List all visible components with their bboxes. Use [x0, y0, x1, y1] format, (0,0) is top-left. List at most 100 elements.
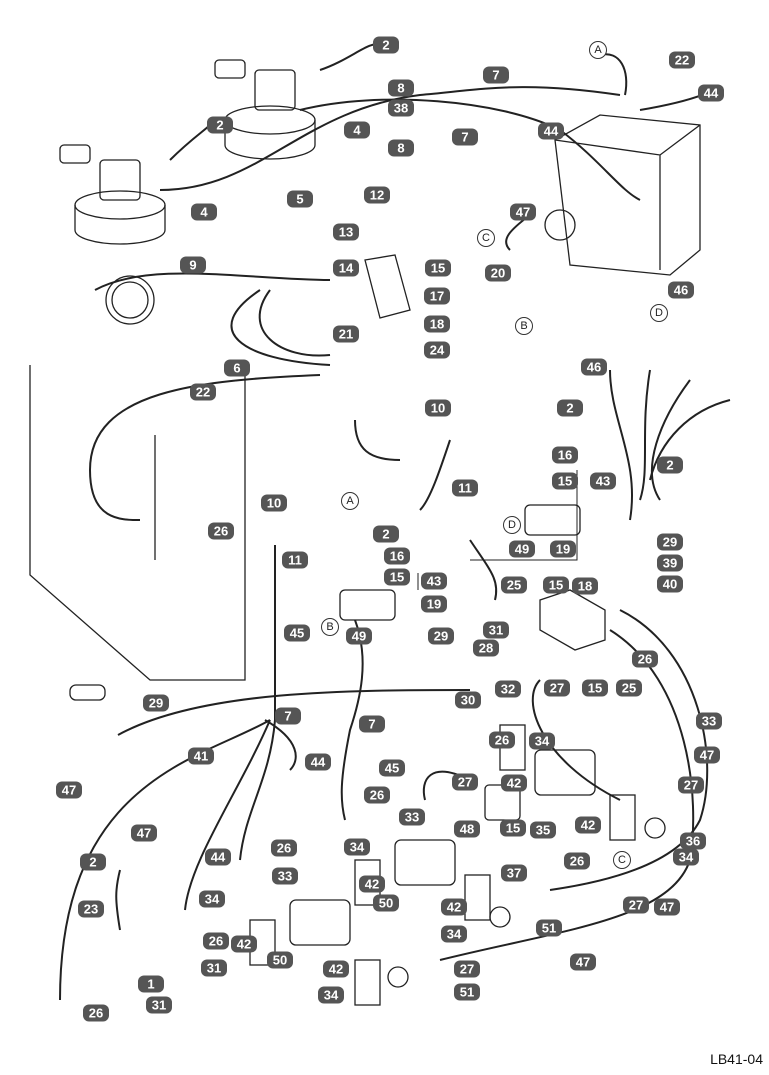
callout-badge: 17	[424, 287, 450, 305]
callout-badge: 25	[501, 576, 527, 594]
callout-badge: 14	[333, 259, 359, 277]
callout-badge: 26	[208, 522, 234, 540]
connection-marker: D	[650, 304, 668, 322]
callout-badge: 29	[428, 627, 454, 645]
callout-badge: 44	[698, 84, 724, 102]
callout-badge: 11	[452, 479, 478, 497]
pressure-gauge	[105, 275, 155, 325]
callout-badge: 49	[509, 540, 535, 558]
callout-badge: 28	[473, 639, 499, 657]
callout-badge: 26	[364, 786, 390, 804]
callout-badge: 29	[657, 533, 683, 551]
callout-badge: 27	[544, 679, 570, 697]
callout-badge: 15	[582, 679, 608, 697]
callout-badge: 34	[441, 925, 467, 943]
callout-badge: 7	[452, 128, 478, 146]
callout-badge: 19	[550, 540, 576, 558]
callout-badge: 43	[421, 572, 447, 590]
callout-badge: 33	[696, 712, 722, 730]
callout-badge: 27	[452, 773, 478, 791]
callout-badge: 42	[323, 960, 349, 978]
callout-badge: 18	[424, 315, 450, 333]
callout-badge: 50	[267, 951, 293, 969]
figure-code: LB41-04	[710, 1051, 763, 1067]
callout-badge: 42	[359, 875, 385, 893]
callout-badge: 9	[180, 256, 206, 274]
callout-badge: 35	[530, 821, 556, 839]
connection-marker: D	[503, 516, 521, 534]
callout-badge: 47	[510, 203, 536, 221]
callout-badge: 48	[454, 820, 480, 838]
callout-badge: 41	[188, 747, 214, 765]
callout-badge: 44	[538, 122, 564, 140]
callout-badge: 50	[373, 894, 399, 912]
callout-badge: 44	[205, 848, 231, 866]
callout-badge: 18	[572, 577, 598, 595]
callout-badge: 6	[224, 359, 250, 377]
callout-badge: 21	[333, 325, 359, 343]
callout-badge: 46	[668, 281, 694, 299]
connection-marker: A	[341, 492, 359, 510]
callout-badge: 42	[501, 774, 527, 792]
callout-badge: 22	[190, 383, 216, 401]
callout-badge: 12	[364, 186, 390, 204]
callout-badge: 7	[275, 707, 301, 725]
callout-badge: 26	[564, 852, 590, 870]
callout-badge: 34	[344, 838, 370, 856]
callout-badge: 27	[623, 896, 649, 914]
callout-badge: 30	[455, 691, 481, 709]
callout-badge: 15	[543, 576, 569, 594]
callout-badge: 2	[557, 399, 583, 417]
callout-badge: 23	[78, 900, 104, 918]
bracket-lines	[417, 470, 578, 590]
callout-badge: 43	[590, 472, 616, 490]
callout-badge: 2	[80, 853, 106, 871]
callout-badge: 16	[384, 547, 410, 565]
callout-badge: 24	[424, 341, 450, 359]
callout-badge: 34	[673, 848, 699, 866]
boiler-left	[59, 144, 166, 245]
callout-badge: 15	[552, 472, 578, 490]
callout-badge: 45	[284, 624, 310, 642]
callout-badge: 47	[131, 824, 157, 842]
callout-badge: 7	[359, 715, 385, 733]
callout-badge: 2	[207, 116, 233, 134]
callout-badge: 31	[146, 996, 172, 1014]
callout-badge: 42	[441, 898, 467, 916]
callout-badge: 19	[421, 595, 447, 613]
callout-badge: 13	[333, 223, 359, 241]
callout-badge: 1	[138, 975, 164, 993]
callout-badge: 47	[56, 781, 82, 799]
callout-badge: 5	[287, 190, 313, 208]
callout-badge: 4	[191, 203, 217, 221]
callout-badge: 26	[83, 1004, 109, 1022]
callout-badge: 51	[454, 983, 480, 1001]
callout-badge: 31	[483, 621, 509, 639]
callout-badge: 2	[373, 525, 399, 543]
callout-badge: 33	[272, 867, 298, 885]
callout-badge: 45	[379, 759, 405, 777]
callout-badge: 34	[529, 732, 555, 750]
callout-badge: 15	[500, 819, 526, 837]
callout-badge: 32	[495, 680, 521, 698]
connection-marker: B	[515, 317, 533, 335]
callout-badge: 2	[657, 456, 683, 474]
callout-badge: 8	[388, 79, 414, 97]
callout-badge: 10	[425, 399, 451, 417]
callout-badge: 37	[501, 864, 527, 882]
callout-badge: 2	[373, 36, 399, 54]
callout-badge: 47	[570, 953, 596, 971]
callout-badge: 26	[489, 731, 515, 749]
connection-marker: C	[477, 229, 495, 247]
callout-badge: 16	[552, 446, 578, 464]
callout-badge: 27	[454, 960, 480, 978]
callout-badge: 42	[231, 935, 257, 953]
callout-badge: 51	[536, 919, 562, 937]
callout-badge: 38	[388, 99, 414, 117]
callout-badge: 25	[616, 679, 642, 697]
callout-badge: 27	[678, 776, 704, 794]
manifold-blocks	[69, 254, 606, 701]
callout-badge: 49	[346, 627, 372, 645]
